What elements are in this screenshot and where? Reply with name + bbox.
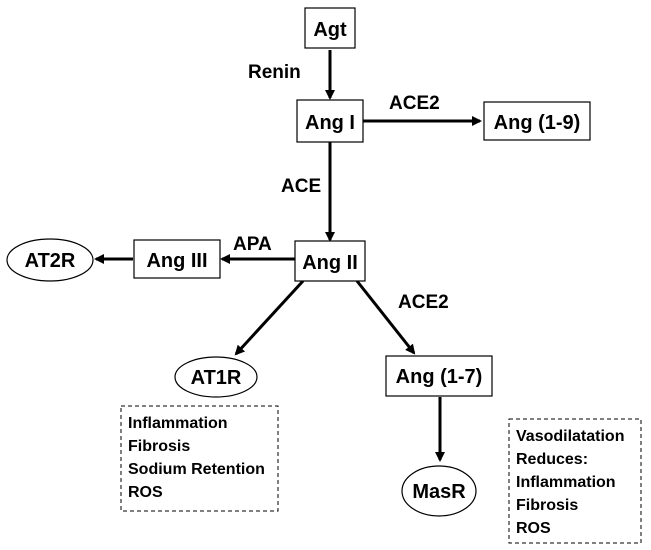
enzyme-label-ace2-top: ACE2 [389, 93, 440, 114]
node-ang2: Ang II [294, 240, 366, 282]
svg-text:Ang II: Ang II [302, 252, 358, 274]
node-agt: Agt [304, 7, 356, 49]
masr-effect-item: ROS [516, 520, 551, 537]
at1r-effect-item: ROS [128, 484, 163, 501]
svg-text:Ang I: Ang I [305, 112, 355, 134]
svg-text:Ang III: Ang III [146, 250, 207, 272]
svg-text:AT2R: AT2R [25, 250, 76, 272]
svg-text:Ang (1-7): Ang (1-7) [396, 366, 483, 388]
arrow-ang2-to-ang17 [355, 280, 416, 355]
masr-effect-item: Fibrosis [516, 497, 578, 514]
masr-effect-item: Vasodilatation [516, 428, 624, 445]
masr-effects-box: Vasodilatation Reduces: Inflammation Fib… [508, 418, 642, 544]
svg-text:AT1R: AT1R [191, 367, 242, 389]
node-masr: MasR [401, 465, 477, 517]
arrow-ang2-to-at1r [234, 279, 305, 356]
svg-text:Agt: Agt [313, 19, 347, 41]
node-ang17: Ang (1-7) [385, 355, 493, 397]
svg-text:Ang (1-9): Ang (1-9) [494, 112, 581, 134]
at1r-effects-box: Inflammation Fibrosis Sodium Retention R… [120, 405, 279, 512]
enzyme-label-ace: ACE [281, 176, 321, 197]
at1r-effect-item: Fibrosis [128, 438, 190, 455]
node-at2r: AT2R [6, 238, 94, 282]
masr-effect-item: Reduces: [516, 451, 588, 468]
enzyme-label-renin: Renin [248, 62, 301, 83]
node-at1r: AT1R [174, 356, 258, 398]
node-ang1: Ang I [296, 99, 364, 143]
node-ang3: Ang III [133, 239, 221, 279]
masr-effect-item: Inflammation [516, 474, 616, 491]
svg-text:MasR: MasR [412, 481, 466, 503]
enzyme-label-ace2-bottom: ACE2 [398, 292, 449, 313]
enzyme-label-apa: APA [233, 234, 272, 255]
node-ang19: Ang (1-9) [483, 101, 591, 141]
at1r-effect-item: Inflammation [128, 415, 228, 432]
at1r-effect-item: Sodium Retention [128, 461, 265, 478]
